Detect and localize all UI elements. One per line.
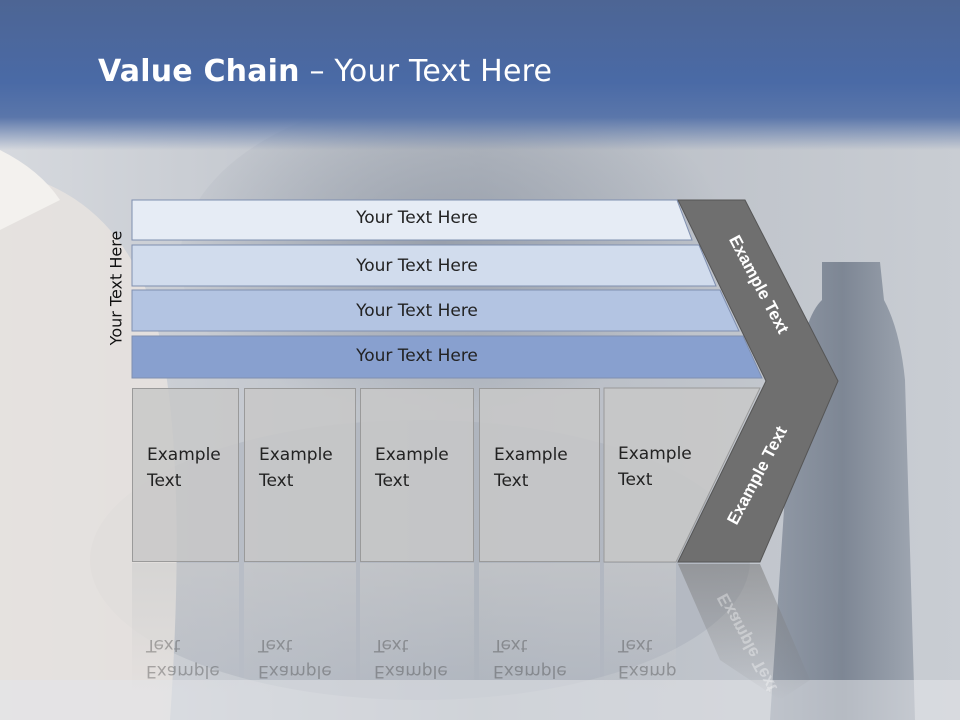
cell-reflection-label: Example Text [618,635,676,681]
chevron-shape [677,199,839,563]
activity-cell-5 [603,387,761,563]
title-rest: – Your Text Here [299,54,553,89]
band-4 [131,335,763,379]
activity-cell-label: Example Text [375,445,449,491]
activity-cell-1: Example Text [132,388,239,562]
cell-reflection-label: Example Text [493,635,567,681]
activity-cell-label: Example Text [494,445,568,491]
activity-cell-label: Example Text [259,445,333,491]
band-label-2: Your Text Here [356,256,478,276]
activity-cell-3: Example Text [360,388,474,562]
cell-reflection: Example Text [244,563,356,693]
chevron-reflection [678,564,810,700]
band-label-3: Your Text Here [356,301,478,321]
activity-cell-label: Example Text [147,445,221,491]
activity-cell-2: Example Text [244,388,356,562]
band-1 [131,199,693,241]
activity-cell-label: Example Text [618,444,692,490]
cell-reflection-label: Example Text [258,635,332,681]
band-2 [131,244,717,287]
band-label-4: Your Text Here [356,346,478,366]
cell-reflection-label: Example Text [374,635,448,681]
cell-reflection: Example Text [479,563,600,693]
cell-reflection: Example Text [604,563,676,693]
band-label-1: Your Text Here [356,208,478,228]
cell-reflection: Example Text [132,563,239,693]
cell-reflection-label: Example Text [146,635,220,681]
slide-title: Value Chain – Your Text Here [98,54,552,89]
title-bold: Value Chain [98,54,300,89]
cell-reflection: Example Text [360,563,474,693]
activity-cell-4: Example Text [479,388,600,562]
band-3 [131,289,740,332]
header-band [0,0,960,150]
